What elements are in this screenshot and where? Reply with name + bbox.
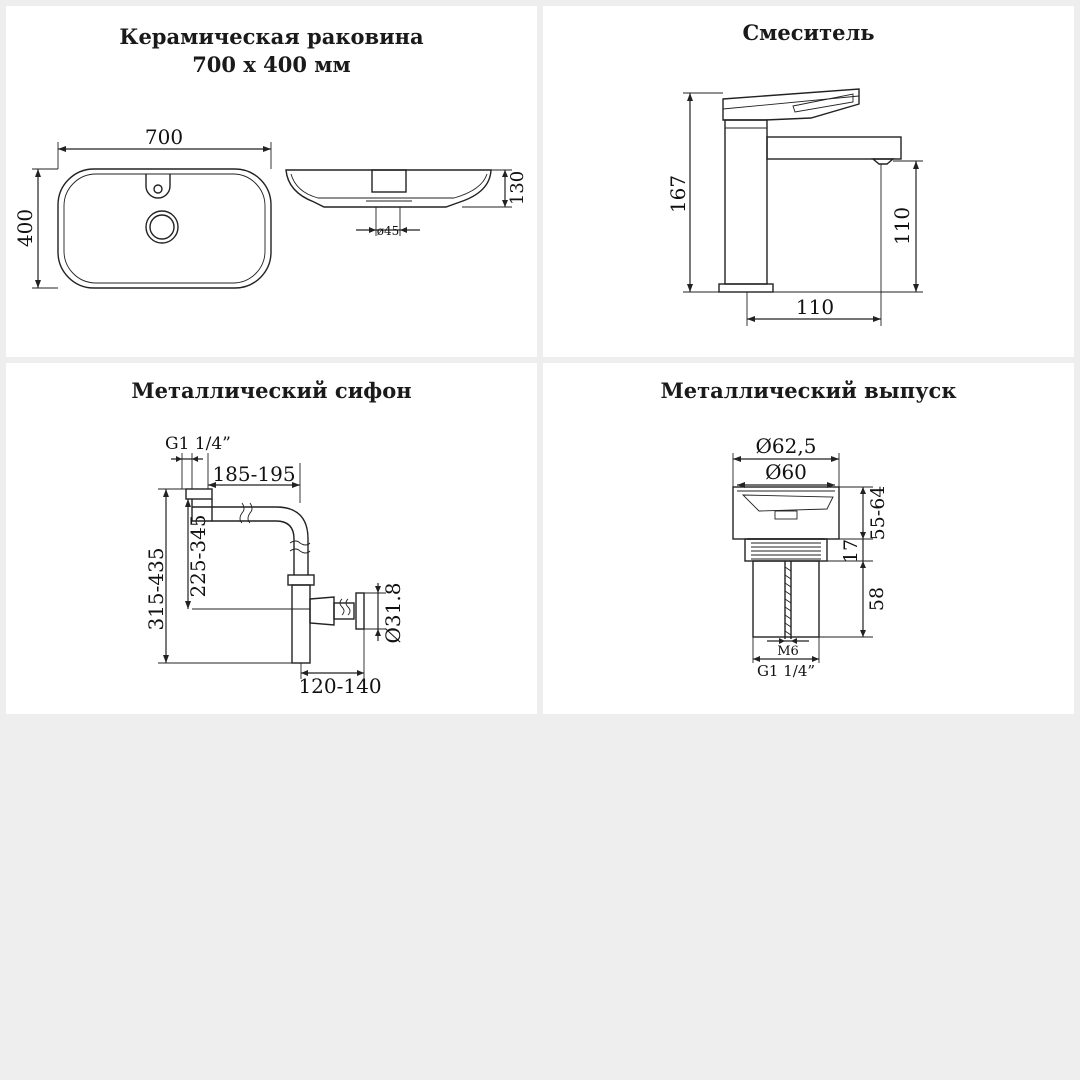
mixer-spout — [766, 136, 902, 160]
drain-drawing: Ø62,5 Ø60 55-64 17 — [732, 434, 889, 680]
drain-hole-inner — [149, 214, 175, 240]
drain-title: Металлический выпуск — [660, 378, 957, 403]
siphon-pipe-outer — [192, 506, 309, 575]
sink-top-outer — [57, 168, 272, 289]
drain-outer-diameter-label: Ø62,5 — [756, 434, 817, 458]
sink-height-label: 130 — [507, 171, 528, 205]
sink-title-line2: 700 x 400 мм — [192, 52, 351, 77]
mixer-title: Смеситель — [742, 20, 875, 45]
sink-title-line1: Керамическая раковина — [119, 24, 424, 49]
siphon-bottle — [291, 584, 311, 664]
drain-panel: Металлический выпуск Ø62,5 Ø60 — [543, 363, 1074, 714]
mixer-panel: Смеситель 167 110 110 — [543, 6, 1074, 357]
sink-top-inner — [63, 173, 266, 284]
siphon-outlet-label: Ø31.8 — [381, 583, 405, 644]
drain-body-label: 58 — [866, 587, 888, 611]
siphon-outlet — [309, 596, 335, 626]
siphon-depth-label: 120-140 — [298, 674, 381, 698]
siphon-pipe-inner — [212, 520, 295, 575]
siphon-panel: Металлический сифон G1 1/4” 185-195 Ø31. — [6, 363, 537, 714]
faucet-hole-icon — [145, 174, 171, 199]
mixer-handle — [722, 88, 860, 121]
siphon-drawing: G1 1/4” 185-195 Ø31.8 3 — [144, 434, 405, 698]
drain-thread — [751, 542, 821, 560]
mixer-drawing: 167 110 110 — [666, 88, 923, 326]
siphon-thread-label: G1 1/4” — [165, 434, 231, 454]
mixer-body — [724, 119, 768, 285]
mixer-height-label: 167 — [666, 175, 690, 213]
drain-inner-diameter-label: Ø60 — [765, 460, 807, 484]
drain-flange — [744, 538, 828, 562]
mixer-reach-label: 110 — [796, 295, 834, 319]
siphon-inlet-cap — [185, 488, 213, 500]
drain-flange-label: 17 — [840, 539, 862, 563]
drain-body — [752, 560, 820, 638]
siphon-horizontal-label: 185-195 — [212, 462, 295, 486]
drain-thread-label: G1 1/4” — [757, 662, 815, 680]
sink-width-label: 700 — [145, 125, 183, 149]
siphon-wall-flange — [355, 592, 365, 630]
sink-panel: Керамическая раковина 700 x 400 мм 700 4… — [6, 6, 537, 357]
drain-rod-label: M6 — [777, 644, 799, 659]
mixer-base — [718, 283, 774, 293]
drain-hole-outer — [145, 210, 179, 244]
drain-range-label: 55-64 — [867, 486, 889, 541]
sink-drawing: 700 400 130 ø45 — [13, 125, 528, 289]
mixer-spout-height-label: 110 — [890, 207, 914, 245]
faucet-hole-circle — [153, 184, 163, 194]
sink-drain-label: ø45 — [377, 224, 400, 238]
siphon-inner-height-label: 225-345 — [186, 514, 210, 597]
sink-title: Керамическая раковина 700 x 400 мм — [6, 23, 537, 79]
siphon-total-height-label: 315-435 — [144, 547, 168, 630]
sink-side-outer — [285, 169, 492, 208]
siphon-nut — [287, 574, 315, 586]
sink-side-overflow — [371, 169, 407, 193]
drain-plug-stem — [774, 510, 798, 520]
sink-depth-label: 400 — [13, 209, 37, 247]
siphon-title: Металлический сифон — [131, 378, 412, 403]
